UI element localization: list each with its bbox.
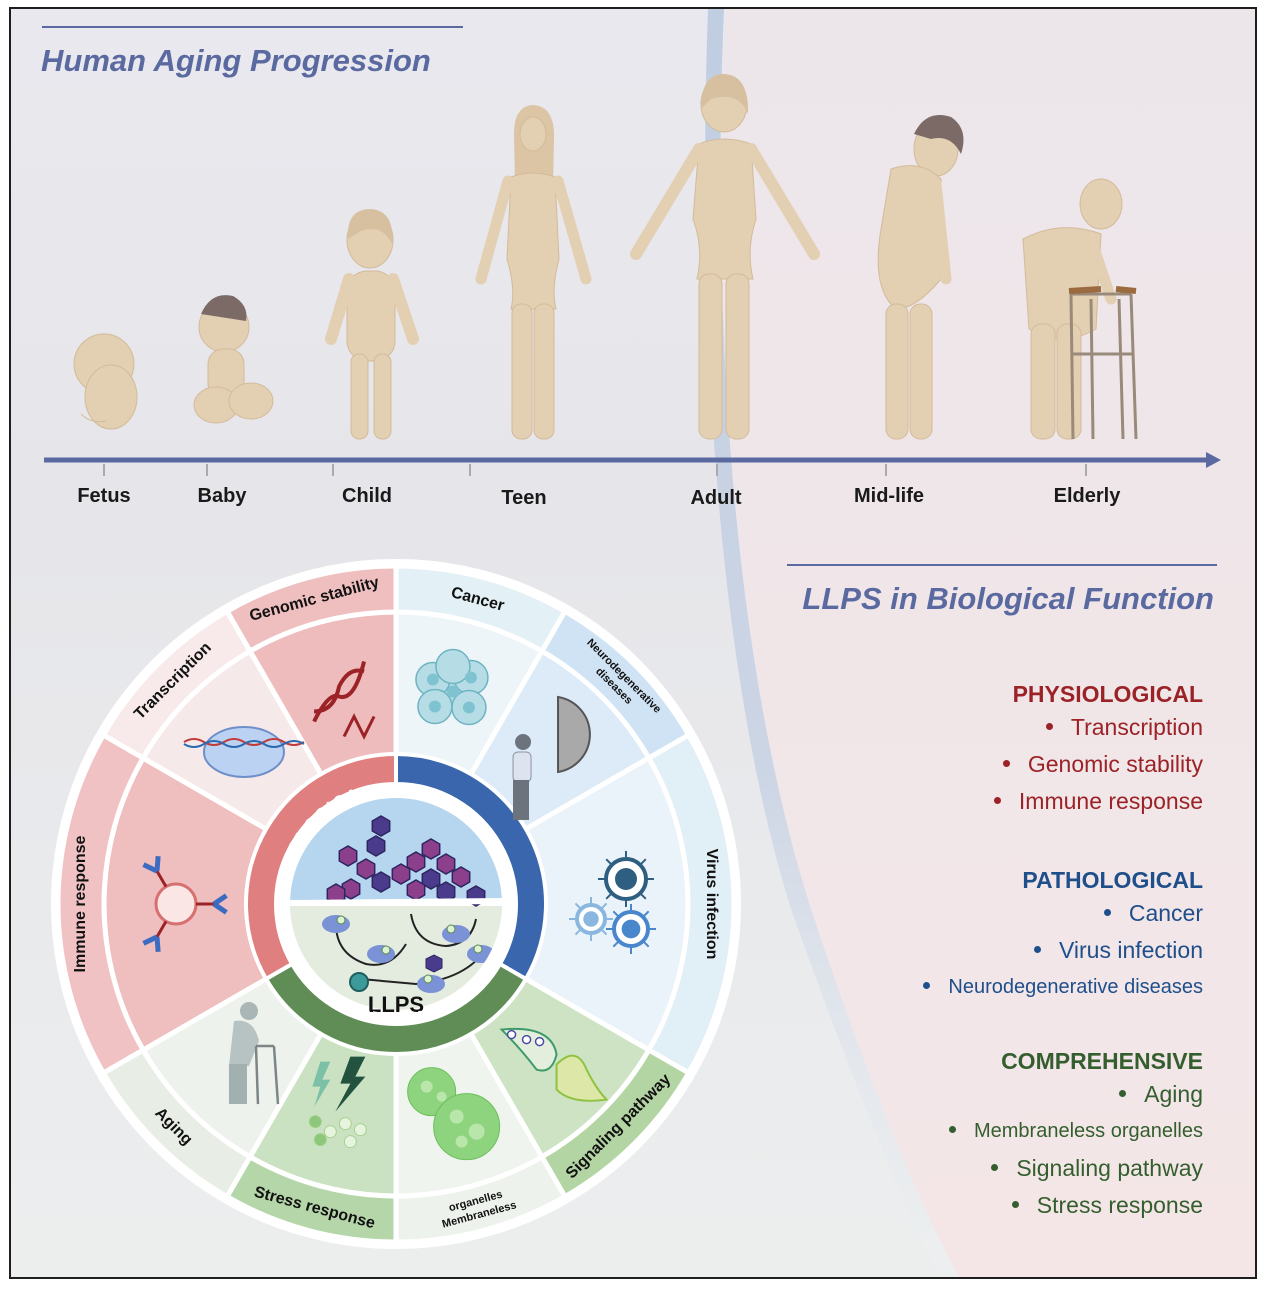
condensate-hexagon bbox=[451, 866, 471, 888]
figure-frame: Human Aging Progression bbox=[9, 7, 1257, 1279]
segment-label-band bbox=[99, 607, 254, 762]
legend-item: Neurodegenerative diseases bbox=[923, 969, 1203, 1006]
teen-figure bbox=[475, 105, 592, 440]
aging-elderly-icon bbox=[228, 1002, 280, 1105]
legend-item-text: Immune response bbox=[1018, 788, 1203, 814]
stage-label-teen: Teen bbox=[501, 487, 547, 509]
bullet-icon bbox=[923, 982, 931, 990]
condensate-hexagon bbox=[371, 871, 391, 893]
stage-label-adult: Adult bbox=[690, 487, 742, 509]
membraneless-organelles-icon bbox=[407, 1067, 501, 1161]
condensate-hexagon bbox=[341, 878, 361, 900]
title-rule-llps bbox=[787, 564, 1217, 566]
condensate-hexagon bbox=[406, 851, 426, 873]
dna-icon bbox=[312, 661, 376, 740]
condensate-hexagon bbox=[371, 815, 391, 837]
legend-heading: COMPREHENSIVE bbox=[1001, 1048, 1203, 1074]
llps-center-label: LLPS bbox=[368, 992, 424, 1017]
neurodegenerative-icon bbox=[512, 695, 591, 820]
legend-pathological: PATHOLOGICAL Cancer Virus infection Neur… bbox=[923, 865, 1203, 1006]
segment-label-immune-response: Immune response bbox=[72, 835, 89, 972]
legend-item-text: Genomic stability bbox=[1027, 751, 1203, 777]
legend-item-text: Membraneless organelles bbox=[973, 1120, 1203, 1142]
condensate-hexagon bbox=[338, 845, 358, 867]
stage-label-elderly: Elderly bbox=[1053, 485, 1121, 507]
bullet-icon bbox=[1045, 723, 1053, 731]
stage-label-midlife: Mid-life bbox=[854, 485, 924, 507]
title-rule-top bbox=[42, 26, 463, 28]
legend-item-text: Virus infection bbox=[1058, 937, 1203, 963]
legend-comprehensive: COMPREHENSIVE Aging Membraneless organel… bbox=[948, 1046, 1203, 1224]
legend-item-text: Stress response bbox=[1036, 1192, 1203, 1218]
bullet-icon bbox=[991, 1164, 999, 1172]
child-figure bbox=[325, 209, 419, 440]
legend-heading: PHYSIOLOGICAL bbox=[1012, 681, 1203, 707]
legend-item: Aging bbox=[949, 1076, 1203, 1113]
legend-heading: PATHOLOGICAL bbox=[1022, 867, 1203, 893]
bullet-icon bbox=[948, 1126, 956, 1134]
condensate-hexagon bbox=[421, 868, 441, 890]
walker-icon bbox=[1068, 286, 1138, 440]
legend-item-text: Neurodegenerative diseases bbox=[948, 976, 1203, 998]
virus-icon bbox=[569, 851, 656, 954]
elderly-figure bbox=[1022, 178, 1123, 440]
stage-label-baby: Baby bbox=[197, 485, 247, 507]
legend-item: Genomic stability bbox=[994, 746, 1203, 783]
adult-figure bbox=[630, 74, 820, 440]
llps-wheel: LLPS PHYSIOLOGICAL PATHOLOGICAL COMPREHE… bbox=[36, 544, 741, 1249]
synapse-icon bbox=[499, 1027, 609, 1102]
right-region bbox=[721, 9, 1255, 1277]
bullet-icon bbox=[1002, 760, 1010, 768]
timeline-axis bbox=[44, 452, 1221, 476]
baby-figure bbox=[193, 295, 274, 424]
bullet-icon bbox=[1103, 909, 1111, 917]
legend-item: Transcription bbox=[994, 709, 1203, 746]
stage-label-fetus: Fetus bbox=[77, 485, 131, 507]
midlife-figure bbox=[877, 115, 964, 440]
transcription-polymerase-icon bbox=[183, 725, 305, 778]
condensate-hexagon bbox=[421, 838, 441, 860]
legend-item-text: Signaling pathway bbox=[1016, 1155, 1203, 1181]
bullet-icon bbox=[993, 797, 1001, 805]
bullet-icon bbox=[1011, 1201, 1019, 1209]
immune-antibody-icon bbox=[142, 855, 228, 953]
legend-item-text: Aging bbox=[1144, 1081, 1203, 1107]
segment-label-virus-infection: Virus infection bbox=[703, 849, 720, 960]
cancer-cells-icon bbox=[415, 648, 489, 726]
condensate-hexagon bbox=[436, 853, 456, 875]
legend-item: Virus infection bbox=[923, 932, 1203, 969]
llps-title: LLPS in Biological Function bbox=[802, 581, 1214, 616]
legend-item: Signaling pathway bbox=[949, 1150, 1203, 1187]
stress-lightning-icon bbox=[308, 1056, 367, 1149]
legend-physiological: PHYSIOLOGICAL Transcription Genomic stab… bbox=[993, 679, 1203, 820]
condensate-hexagon bbox=[366, 835, 386, 857]
legend-item: Cancer bbox=[923, 895, 1203, 932]
fetus-figure bbox=[73, 333, 138, 430]
legend-item: Stress response bbox=[949, 1187, 1203, 1224]
condensate-hexagon bbox=[356, 858, 376, 880]
legend-item-text: Transcription bbox=[1070, 714, 1203, 740]
stage-label-child: Child bbox=[342, 485, 392, 507]
legend-item: Immune response bbox=[993, 783, 1203, 820]
bullet-icon bbox=[1033, 946, 1041, 954]
background-layer bbox=[705, 9, 1255, 1277]
legend-item: Membraneless organelles bbox=[948, 1113, 1203, 1150]
aging-title: Human Aging Progression bbox=[41, 43, 431, 78]
legend-item-text: Cancer bbox=[1128, 900, 1203, 926]
bullet-icon bbox=[1119, 1090, 1127, 1098]
condensate-hexagon bbox=[406, 879, 426, 901]
aging-figures bbox=[44, 74, 1221, 476]
